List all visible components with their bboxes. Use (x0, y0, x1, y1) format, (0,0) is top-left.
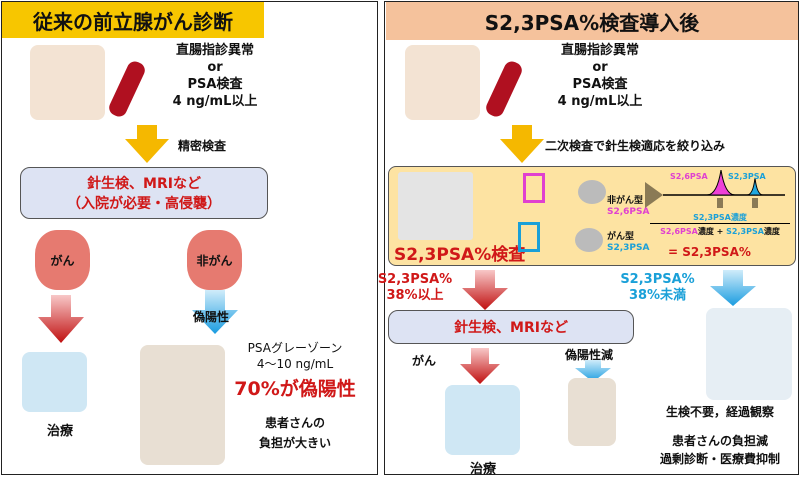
right-criteria: 直腸指診異常 or PSA検査 4 ng/mL以上 (535, 42, 665, 110)
criteria-line: 4 ng/mL以上 (557, 94, 643, 109)
noncancer-glycan-icon (523, 173, 545, 203)
left-treatment-label: 治療 (47, 424, 74, 439)
criteria-line: 直腸指診異常 (175, 43, 254, 58)
criteria-line: or (207, 60, 223, 75)
right-treatment-label: 治療 (470, 462, 497, 477)
left-arrow-label: 精密検査 (178, 139, 227, 153)
left-title: 従来の前立腺がん診断 (2, 2, 264, 38)
chromatogram-chart (645, 170, 785, 208)
right-exam-box: 針生検、MRIなど (388, 310, 634, 344)
blue-arrow-icon (710, 270, 756, 306)
false-positive-rate: 70%が偽陽性 (234, 378, 356, 400)
benefit-line: 患者さんの負担減 (671, 434, 768, 448)
noncancer-type-label: 非がん型 S2,6PSA (607, 196, 649, 218)
prostate-noncancer-icon: 非がん (187, 230, 242, 290)
burden-line: 負担が大きい (258, 436, 331, 450)
exam-line: （入院が必要・高侵襲） (67, 196, 221, 212)
right-title: S2,3PSA%検査導入後 (386, 2, 798, 40)
psa-protein-icon (575, 228, 603, 252)
elderly-couple-illustration (140, 345, 225, 465)
type-line: がん型 (607, 232, 635, 242)
elderly-couple-illustration (568, 378, 616, 446)
yellow-arrow-icon (125, 125, 169, 163)
no-biopsy-label: 生検不要，経過観察 (665, 405, 774, 419)
cancer-type-label: がん型 S2,3PSA (607, 232, 649, 254)
grayzone-text: PSAグレーゾーン 4～10 ng/mL (230, 340, 360, 372)
blue-arrow-icon (192, 290, 238, 334)
left-exam-box: 針生検、MRIなど （入院が必要・高侵襲） (20, 167, 268, 219)
burden-text: 患者さんの 負担が大きい (240, 413, 350, 453)
peak-label-s23: S2,3PSA (728, 172, 766, 181)
doctor-patient-illustration (405, 45, 480, 120)
noncancer-label: 非がん (196, 253, 233, 268)
threshold-line: 38%未満 (628, 288, 687, 303)
cancer-label: がん (50, 253, 75, 268)
analyzer-machine-illustration (398, 172, 473, 240)
psa-protein-icon (578, 180, 606, 204)
patient-bed-illustration (22, 352, 87, 412)
yellow-arrow-icon (500, 125, 544, 163)
benefits-text: 患者さんの負担減 過剰診断・医療費抑制 (640, 432, 800, 468)
prostate-cancer-icon: がん (35, 230, 90, 290)
type-line: S2,6PSA (607, 207, 650, 217)
threshold-line: S2,3PSA% (620, 272, 695, 287)
formula-term: S2,3PSA (726, 227, 764, 236)
criteria-line: or (592, 60, 608, 75)
right-cancer-label: がん (412, 354, 437, 368)
doctor-consultation-illustration (706, 308, 792, 400)
cancer-glycan-icon (518, 222, 540, 252)
formula-term: 濃度 (763, 227, 780, 236)
s23psa-test-label: S2,3PSA%検査 (394, 245, 526, 265)
doctor-patient-illustration (30, 45, 105, 120)
formula-numerator: S2,3PSA濃度 (650, 212, 790, 224)
benefit-line: 過剰診断・医療費抑制 (659, 452, 780, 466)
criteria-line: PSA検査 (572, 77, 628, 92)
exam-line: 針生検、MRIなど (454, 320, 568, 336)
formula-denominator: S2,6PSA濃度 + S2,3PSA濃度 (645, 226, 795, 237)
red-arrow-icon (462, 270, 508, 310)
type-line: S2,3PSA (607, 243, 650, 253)
type-line: 非がん型 (607, 196, 644, 206)
false-positive-label: 偽陽性 (193, 310, 230, 324)
right-arrow-label: 二次検査で針生検適応を絞り込み (545, 139, 726, 153)
left-criteria: 直腸指診異常 or PSA検査 4 ng/mL以上 (150, 42, 280, 110)
red-arrow-icon (38, 295, 84, 343)
formula-term: S2,6PSA (660, 227, 698, 236)
threshold-line: 38%以上 (386, 288, 444, 303)
formula-result: = S2,3PSA% (668, 245, 751, 259)
burden-line: 患者さんの (264, 416, 325, 430)
peak-label-s26: S2,6PSA (670, 172, 708, 181)
grayzone-line: PSAグレーゾーン (247, 341, 343, 355)
grayzone-line: 4～10 ng/mL (256, 357, 334, 371)
fp-reduced-label: 偽陽性減 (565, 348, 614, 362)
high-threshold-label: S2,3PSA% 38%以上 (370, 272, 460, 304)
low-threshold-label: S2,3PSA% 38%未満 (610, 272, 705, 304)
patient-bed-illustration (445, 385, 520, 455)
formula-term: 濃度 + (697, 227, 727, 236)
threshold-line: S2,3PSA% (377, 272, 453, 287)
criteria-line: PSA検査 (187, 77, 243, 92)
formula-num-text: S2,3PSA濃度 (693, 213, 747, 222)
criteria-line: 4 ng/mL以上 (172, 94, 258, 109)
red-arrow-icon (460, 348, 500, 384)
blue-arrow-icon (575, 360, 611, 382)
exam-line: 針生検、MRIなど (87, 176, 201, 192)
criteria-line: 直腸指診異常 (560, 43, 639, 58)
